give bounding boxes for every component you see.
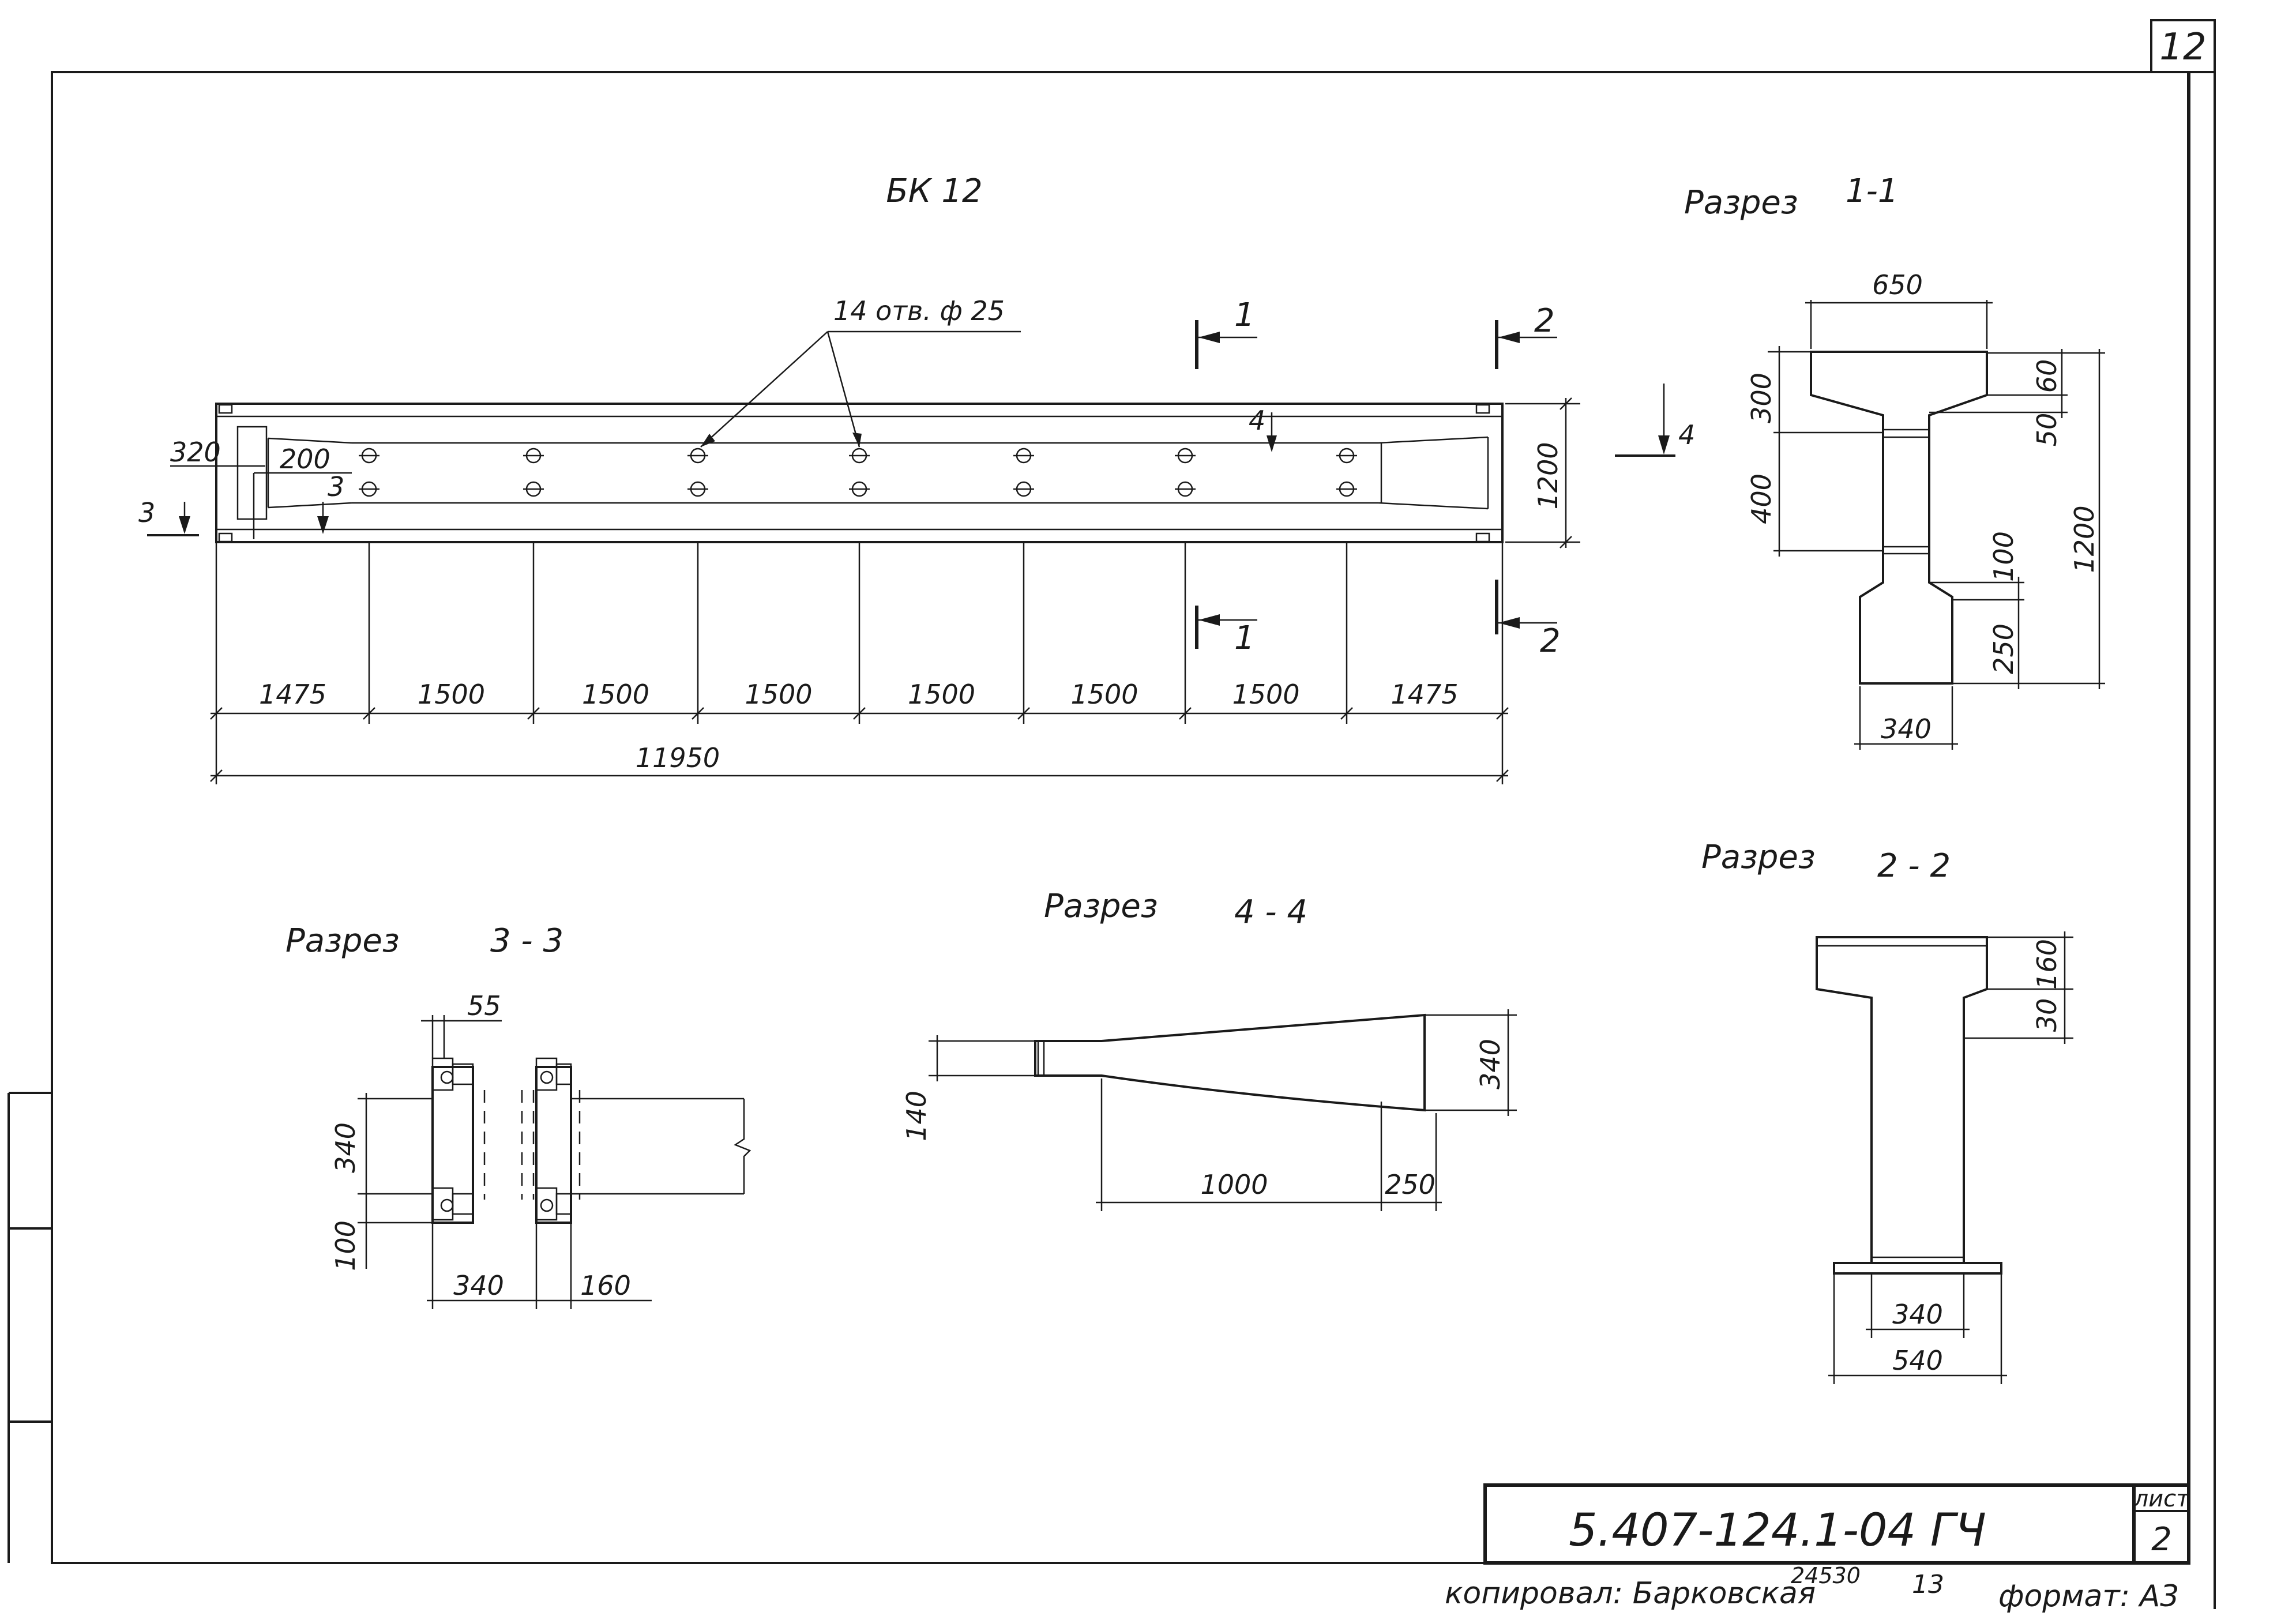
section-2-2-label: Разрез bbox=[1701, 839, 1816, 876]
dim-span: 1475 bbox=[1391, 679, 1458, 710]
s33-dim-340v: 340 bbox=[330, 1122, 361, 1173]
section-mark-1-top bbox=[1195, 320, 1257, 369]
main-dim-1200 bbox=[1505, 397, 1580, 548]
footer-order-number: 24530 bbox=[1791, 1563, 1861, 1588]
holes-note: 14 отв. ф 25 bbox=[833, 295, 1005, 326]
s44-dim-1000: 1000 bbox=[1200, 1169, 1268, 1200]
section-4-4-label: Разрез bbox=[1044, 888, 1158, 925]
section-mark-2-bottom bbox=[1495, 580, 1557, 634]
document-code: 5.407-124.1-04 ГЧ bbox=[1569, 1505, 1986, 1557]
dim-tick bbox=[1017, 707, 1030, 720]
s44-dim-140: 140 bbox=[901, 1091, 932, 1141]
section-mark-1-top-label: 1 bbox=[1234, 296, 1255, 334]
s33-dim-340h: 340 bbox=[453, 1270, 504, 1301]
s11-dim-50: 50 bbox=[2031, 413, 2062, 447]
section-1-1-drawing bbox=[1768, 300, 2105, 750]
section-mark-1-bottom-label: 1 bbox=[1234, 619, 1255, 657]
dim-span: 1500 bbox=[1232, 679, 1299, 710]
main-left-dims bbox=[170, 465, 352, 539]
s33-dim-100: 100 bbox=[330, 1220, 361, 1271]
s11-dim-1200: 1200 bbox=[2069, 505, 2100, 573]
dim-tick bbox=[210, 707, 223, 720]
section-2-2-drawing bbox=[1816, 931, 2073, 1384]
s44-dim-340: 340 bbox=[1475, 1039, 1506, 1089]
section-mark-1-bottom bbox=[1195, 606, 1257, 649]
footer-copied-by: копировал: Барковская bbox=[1445, 1576, 1816, 1611]
dim-tick bbox=[692, 707, 704, 720]
s44-dim-250: 250 bbox=[1385, 1169, 1436, 1200]
section-1-1-label: Разрез bbox=[1684, 184, 1798, 221]
s11-dim-300: 300 bbox=[1746, 373, 1777, 423]
dim-tick bbox=[1496, 707, 1509, 720]
dim-tick bbox=[853, 707, 866, 720]
dim-320: 320 bbox=[170, 437, 221, 468]
section-4-4-number: 4 - 4 bbox=[1234, 893, 1307, 931]
s11-dim-340: 340 bbox=[1881, 713, 1932, 745]
dim-200: 200 bbox=[280, 444, 330, 475]
section-mark-3-label: 3 bbox=[138, 497, 155, 528]
section-2-2-number: 2 - 2 bbox=[1877, 847, 1951, 885]
section-mark-3-inner-label: 3 bbox=[328, 471, 344, 502]
s22-dim-160: 160 bbox=[2031, 939, 2062, 990]
section-3-3-label: Разрез bbox=[285, 922, 400, 960]
dim-1200-main: 1200 bbox=[1532, 442, 1564, 509]
beam-elevation bbox=[215, 403, 1504, 543]
main-view-title: БК 12 bbox=[886, 172, 982, 210]
span-dimension-chain: 1475 1500 1500 1500 1500 1500 1500 1475 bbox=[210, 542, 1509, 784]
s11-dim-650: 650 bbox=[1872, 269, 1923, 300]
sheet-label: лист bbox=[2133, 1486, 2191, 1512]
s11-dim-60: 60 bbox=[2031, 359, 2062, 393]
s33-dim-55: 55 bbox=[467, 990, 501, 1021]
dim-tick bbox=[1340, 707, 1353, 720]
dim-span: 1500 bbox=[1070, 679, 1138, 710]
beam-holes bbox=[359, 448, 1357, 497]
s11-dim-100: 100 bbox=[1988, 531, 2019, 582]
dim-tick bbox=[210, 769, 223, 782]
footer-format: формат: А3 bbox=[1998, 1579, 2179, 1614]
section-4-4-drawing bbox=[929, 1009, 1517, 1211]
footer-number: 13 bbox=[1912, 1570, 1944, 1599]
s11-dim-400: 400 bbox=[1746, 473, 1777, 524]
sheet-corner-number: 12 bbox=[2159, 26, 2206, 69]
s22-dim-30: 30 bbox=[2031, 998, 2062, 1032]
section-mark-2-top bbox=[1495, 320, 1557, 369]
sheet-frame bbox=[7, 19, 2216, 1609]
dim-tick bbox=[1496, 769, 1509, 782]
dim-total: 11950 bbox=[636, 742, 720, 773]
section-mark-4 bbox=[1267, 384, 1675, 457]
dim-tick bbox=[1179, 707, 1192, 720]
dim-span: 1500 bbox=[908, 679, 975, 710]
section-mark-2-top-label: 2 bbox=[1534, 302, 1555, 340]
section-1-1-number: 1-1 bbox=[1846, 172, 1898, 210]
s22-dim-540: 540 bbox=[1892, 1345, 1943, 1376]
section-mark-3 bbox=[147, 502, 329, 536]
dim-tick bbox=[527, 707, 540, 720]
s33-dim-160: 160 bbox=[580, 1270, 631, 1301]
dim-span: 1475 bbox=[259, 679, 326, 710]
title-block bbox=[1483, 1483, 2190, 1565]
section-mark-2-bottom-label: 2 bbox=[1540, 622, 1561, 660]
dim-tick bbox=[363, 707, 375, 720]
holes-leader bbox=[700, 330, 1021, 448]
section-3-3-drawing bbox=[358, 1015, 751, 1309]
s22-dim-340: 340 bbox=[1892, 1299, 1943, 1330]
sheet-number: 2 bbox=[2151, 1521, 2172, 1558]
section-3-3-number: 3 - 3 bbox=[490, 922, 563, 960]
dim-span: 1500 bbox=[582, 679, 649, 710]
section-mark-4-label: 4 bbox=[1678, 419, 1695, 450]
dim-span: 1500 bbox=[745, 679, 812, 710]
s11-dim-250: 250 bbox=[1988, 623, 2019, 674]
dim-span: 1500 bbox=[418, 679, 485, 710]
section-mark-4-inner-label: 4 bbox=[1249, 405, 1265, 436]
